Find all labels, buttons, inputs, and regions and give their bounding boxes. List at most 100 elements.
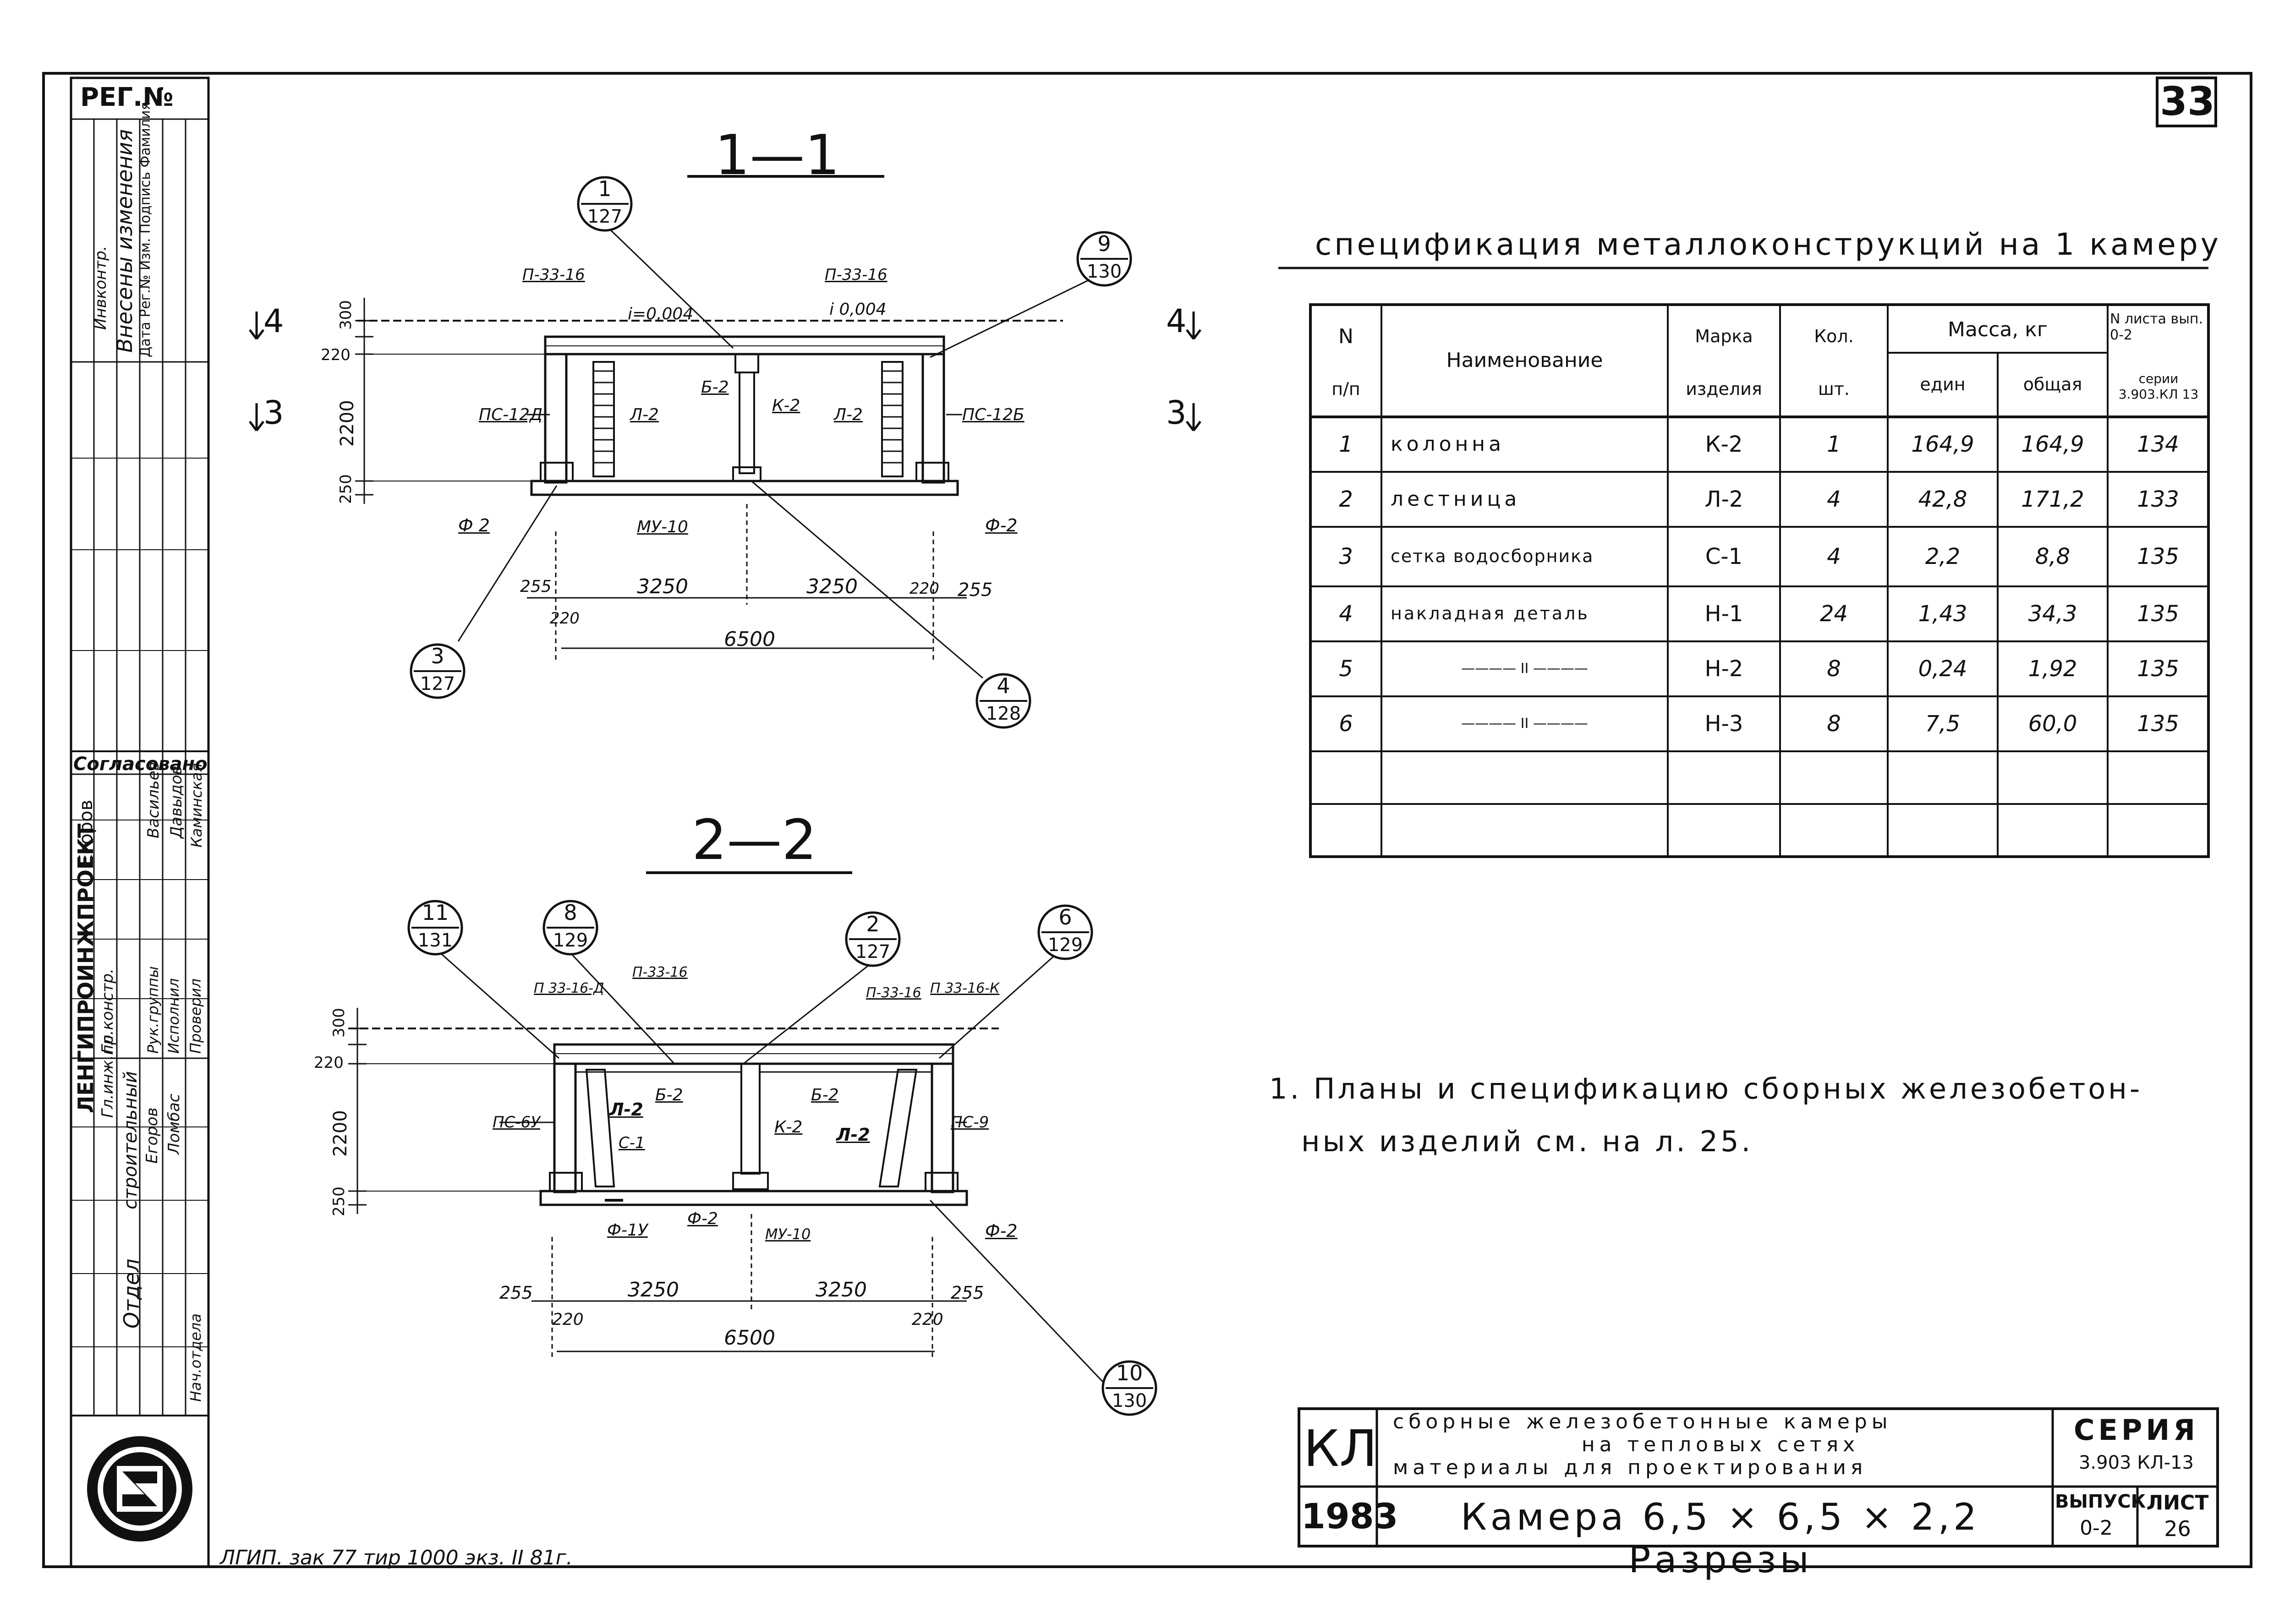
list-label: ЛИСТ <box>2146 1491 2209 1515</box>
row2-name: лестница <box>1391 487 1521 511</box>
row4-sheet: 135 <box>2137 601 2179 627</box>
s2-beam-left: Б-2 <box>655 1086 683 1105</box>
s1-mark-4-right: 4 <box>1166 302 1187 340</box>
spec-hdr-qty-bottom: шт. <box>1818 379 1850 399</box>
spec-hdr-num-bottom: п/п <box>1331 379 1360 399</box>
callout-1-top: 1 <box>598 176 612 201</box>
row2-qty: 4 <box>1827 486 1841 512</box>
s1-stair-right: Л-2 <box>834 405 863 424</box>
callout-10-top: 10 <box>1116 1361 1143 1385</box>
row2-total: 171,2 <box>2021 486 2084 512</box>
spec-hdr-sheet-top: N листа вып. 0-2 <box>2110 311 2203 343</box>
sheet-title: Камера 6,5 × 6,5 × 2,2 Разрезы <box>1460 1496 1981 1581</box>
row3-unit: 2,2 <box>1925 543 1961 569</box>
s1-dim-220-left: 220 <box>550 609 580 628</box>
callout-11-top: 11 <box>422 900 449 925</box>
callout-2-top: 2 <box>866 912 880 936</box>
row4-unit: 1,43 <box>1918 601 1967 627</box>
note-line-2: ных изделий см. на л. 25. <box>1301 1125 1753 1158</box>
s2-dim-6500: 6500 <box>724 1326 775 1350</box>
row1-unit: 164,9 <box>1911 431 1974 457</box>
callout-9-bottom: 130 <box>1086 261 1122 282</box>
s2-dim-220: 220 <box>314 1054 344 1072</box>
row5-total: 1,92 <box>2028 656 2077 682</box>
s2-dim-255-right: 255 <box>951 1283 984 1303</box>
s1-dim-255-left: 255 <box>520 577 552 596</box>
callout-3-bottom: 127 <box>420 673 455 694</box>
row1-name: колонна <box>1391 432 1505 456</box>
row3-total: 8,8 <box>2035 543 2071 569</box>
series-label: СЕРИЯ <box>2074 1413 2199 1447</box>
row2-sheet: 133 <box>2137 486 2179 512</box>
row4-qty: 24 <box>1819 601 1848 627</box>
s2-foundation-mid: Ф-2 <box>687 1209 718 1228</box>
title-desc-2: на тепловых сетях <box>1581 1433 1860 1456</box>
spec-hdr-name: Наименование <box>1446 349 1603 372</box>
spec-hdr-mass-total: общая <box>2023 374 2082 395</box>
row5-sheet: 135 <box>2137 656 2179 682</box>
s2-grate: С-1 <box>619 1134 645 1152</box>
row3-mark: С-1 <box>1705 543 1743 569</box>
s1-foundation-right: Ф-2 <box>985 515 1018 536</box>
s1-slab-left: П-33-16 <box>522 266 585 284</box>
s1-base: МУ-10 <box>637 518 688 536</box>
row1-mark: К-2 <box>1705 431 1743 457</box>
title-year: 1983 <box>1301 1496 1398 1537</box>
title-desc-3: материалы для проектирования <box>1393 1456 1868 1479</box>
s2-foundation-left: Ф-1У <box>607 1221 648 1240</box>
s2-dim-3250-left: 3250 <box>628 1278 679 1301</box>
s2-beam-right: Б-2 <box>811 1086 839 1105</box>
row6-name: ———— II ———— <box>1461 716 1588 732</box>
spec-hdr-sheet-bottom: серии 3.903.КЛ 13 <box>2118 371 2199 402</box>
row1-n: 1 <box>1339 431 1353 457</box>
list-value: 26 <box>2164 1516 2191 1541</box>
spec-hdr-qty-top: Кол. <box>1814 326 1854 347</box>
row4-name: накладная деталь <box>1391 603 1589 624</box>
callout-8-top: 8 <box>564 900 577 925</box>
sheet-number: 33 <box>2160 79 2215 125</box>
callout-4-top: 4 <box>997 673 1010 698</box>
callout-6-bottom: 129 <box>1047 935 1083 956</box>
s2-stair-left: Л-2 <box>609 1099 643 1120</box>
row4-n: 4 <box>1339 601 1353 627</box>
s1-slope-left: i=0,004 <box>628 305 694 323</box>
callout-3-top: 3 <box>431 644 444 668</box>
s2-dim-3250-right: 3250 <box>816 1278 867 1301</box>
s1-foundation-left: Ф 2 <box>458 515 490 536</box>
s1-slope-right: i 0,004 <box>829 300 887 319</box>
s2-base: МУ-10 <box>765 1225 811 1243</box>
callout-6-top: 6 <box>1058 905 1072 930</box>
row3-sheet: 135 <box>2137 543 2179 569</box>
s1-dim-6500: 6500 <box>724 628 775 651</box>
print-stamp: ЛГИП. зак 77 тир 1000 экз. II 81г. <box>220 1546 573 1569</box>
s2-stair-right: Л-2 <box>836 1125 870 1145</box>
spec-hdr-mass: Масса, кг <box>1948 317 2048 341</box>
row5-mark: Н-2 <box>1704 656 1743 682</box>
row3-qty: 4 <box>1827 543 1841 569</box>
s1-panel-right: ПС-12Б <box>962 405 1024 424</box>
s2-panel-left: ПС-6У <box>493 1113 540 1132</box>
row6-sheet: 135 <box>2137 711 2179 737</box>
issue-label: ВЫПУСК <box>2055 1491 2146 1512</box>
row6-unit: 7,5 <box>1925 711 1961 737</box>
s1-dim-255-right: 255 <box>958 580 993 601</box>
row3-name: сетка водосборника <box>1391 546 1594 567</box>
series-value: 3.903 КЛ-13 <box>2078 1452 2194 1473</box>
s2-slab-2: П-33-16 <box>632 964 688 980</box>
row1-sheet: 134 <box>2137 431 2179 457</box>
org-logo <box>87 1436 192 1542</box>
s1-dim-3250-right: 3250 <box>806 575 858 598</box>
row5-unit: 0,24 <box>1918 656 1967 682</box>
s2-slab-1: П 33-16-Д <box>534 980 604 996</box>
row4-mark: Н-1 <box>1704 601 1743 627</box>
agreed-label: Согласовано <box>73 754 208 775</box>
s2-dim-255-left: 255 <box>499 1283 533 1303</box>
row1-qty: 1 <box>1827 431 1841 457</box>
spec-hdr-num-top: N <box>1338 324 1353 348</box>
row6-n: 6 <box>1339 711 1353 737</box>
title-desc-1: сборные железобетонные камеры <box>1393 1410 1892 1433</box>
